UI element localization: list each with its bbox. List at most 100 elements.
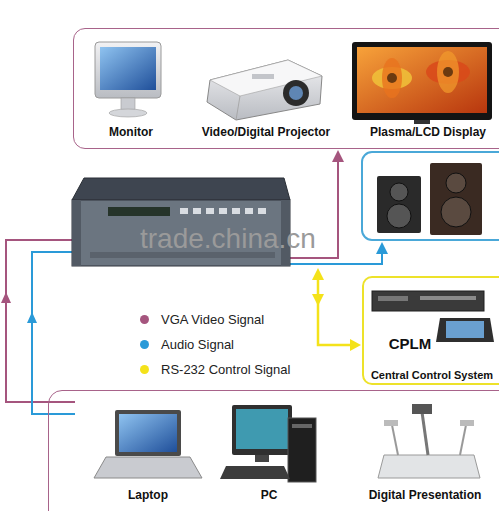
speakers-panel-part	[446, 173, 466, 193]
matrix-switcher-part-part	[219, 208, 227, 214]
speakers-panel-part	[430, 163, 482, 235]
rs232-wire-part	[318, 278, 352, 345]
matrix-switcher-part-part	[258, 208, 266, 214]
presenter-icon-part	[378, 455, 480, 478]
pc-icon-part	[292, 424, 312, 428]
matrix-switcher-part	[72, 178, 290, 200]
plasma-display-icon-part	[357, 47, 487, 113]
control-system-icon-part	[420, 296, 476, 300]
projector-icon-part	[283, 80, 309, 106]
matrix-switcher-part-part	[193, 208, 201, 214]
projector-icon-part	[236, 96, 240, 120]
control-system-icon-part	[436, 318, 494, 342]
legend-text: RS-232 Control Signal	[161, 362, 290, 377]
matrix-switcher-part-part	[232, 208, 240, 214]
arrow-head	[332, 150, 344, 162]
projector-icon-part	[289, 86, 303, 100]
monitor-icon-part	[95, 42, 161, 98]
plasma-display-icon-part	[414, 120, 430, 124]
speakers-panel-part	[387, 204, 411, 228]
laptop-icon-part	[119, 414, 177, 452]
plasma-display-icon-part	[437, 51, 459, 93]
speakers-panel-part	[377, 176, 421, 233]
device-label: Plasma/LCD Display	[370, 126, 486, 140]
monitor-icon-part	[121, 98, 135, 110]
legend-swatch	[140, 365, 149, 374]
laptop-icon	[94, 410, 202, 478]
laptop-icon-part	[115, 410, 181, 456]
speakers-panel-part	[441, 197, 471, 227]
rs232-wire	[318, 278, 352, 345]
presenter-icon-part	[392, 425, 398, 455]
device-label: CPLM	[389, 335, 432, 352]
vga-wire-left-part	[6, 240, 75, 402]
legend-text: Audio Signal	[161, 337, 234, 352]
presenter-icon-part	[384, 420, 398, 426]
plasma-display-icon-part	[387, 73, 397, 83]
plasma-display-icon-part	[382, 58, 402, 98]
control-system-icon-part	[446, 321, 484, 338]
presenter-icon-part	[460, 420, 474, 426]
device-label: Central Control System	[371, 369, 493, 382]
watermark-text: trade.china.cn	[140, 224, 316, 255]
device-label: Video/Digital Projector	[202, 126, 330, 140]
control-system-icon-part	[378, 296, 408, 301]
control-system-icon-part	[372, 291, 484, 311]
presenter-icon	[378, 404, 480, 478]
pc-icon-part	[232, 405, 292, 455]
vga-wire-left	[6, 240, 75, 402]
panel-box: Monitor Video/Digital Projector Plasma/LCD…	[73, 28, 499, 149]
legend-swatch	[140, 340, 149, 349]
matrix-switcher-part	[72, 200, 81, 266]
arrow-head	[350, 339, 361, 351]
pc-icon-part	[236, 409, 288, 449]
matrix-switcher-part	[180, 208, 266, 214]
matrix-switcher-part-part	[206, 208, 214, 214]
pc-icon-part	[220, 466, 290, 479]
control-system-icon	[372, 291, 494, 342]
projector-icon-part	[252, 74, 274, 79]
arrow-head	[376, 242, 388, 254]
presenter-icon-part	[412, 404, 432, 414]
panel-box: Laptop PC Digital Presentation	[48, 390, 499, 511]
monitor-icon	[95, 42, 161, 117]
arrow-head	[312, 268, 324, 280]
legend: VGA Video SignalAudio SignalRS-232 Contr…	[140, 307, 290, 382]
legend-text: VGA Video Signal	[161, 312, 264, 327]
laptop-icon-part	[94, 457, 202, 478]
matrix-switcher-part-part	[180, 208, 188, 214]
panel-box: CPLM Central Control System	[362, 276, 499, 385]
legend-row: Audio Signal	[140, 332, 290, 357]
device-label: Laptop	[128, 489, 168, 503]
device-label: Digital Presentation	[369, 489, 482, 503]
presenter-icon-part	[460, 425, 466, 455]
projector-icon	[207, 60, 322, 120]
device-label: Monitor	[109, 126, 153, 140]
matrix-switcher-part-part	[245, 208, 253, 214]
presenter-icon-part	[422, 412, 428, 455]
projector-icon-part	[207, 60, 322, 120]
pc-icon-part	[288, 418, 316, 482]
monitor-icon-part	[109, 109, 147, 117]
plasma-display-icon	[352, 42, 492, 124]
plasma-display-icon-part	[443, 67, 453, 77]
arrow-head	[27, 312, 37, 323]
speakers-panel	[362, 152, 499, 240]
speakers-panel-part	[362, 152, 499, 240]
device-label: PC	[261, 489, 278, 503]
legend-swatch	[140, 315, 149, 324]
legend-row: RS-232 Control Signal	[140, 357, 290, 382]
speakers-panel-part	[390, 183, 408, 201]
monitor-icon-part	[100, 47, 156, 90]
pc-icon-part	[255, 455, 269, 462]
plasma-display-icon-part	[352, 42, 492, 120]
pc-icon	[220, 405, 316, 482]
arrow-head	[1, 292, 11, 303]
arrow-head	[312, 294, 324, 306]
legend-row: VGA Video Signal	[140, 307, 290, 332]
matrix-switcher-part	[108, 207, 170, 216]
